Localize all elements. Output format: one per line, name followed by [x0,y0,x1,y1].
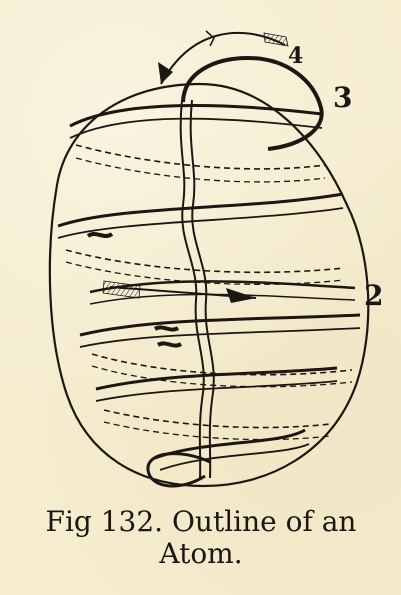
top-loop [183,58,322,149]
squiggle-mark-2 [155,327,178,329]
central-band-right [191,100,214,478]
figure-caption: Fig 132. Outline of an Atom. [36,506,366,570]
squiggle-mark-1 [88,234,112,236]
strand-label-2: 2 [364,282,383,310]
squiggle-mark-3 [158,343,181,345]
middle-arrow-fletching [103,281,140,298]
top-curved-arrow-head [158,62,173,84]
strand-label-3: 3 [333,84,352,112]
atom-outline-illustration [0,0,401,500]
top-curved-arrow-fletching [264,33,288,46]
caption-line-1: Fig 132. Outline of an [36,506,366,538]
strand-label-4: 4 [288,45,303,67]
caption-line-2: Atom. [36,538,366,570]
